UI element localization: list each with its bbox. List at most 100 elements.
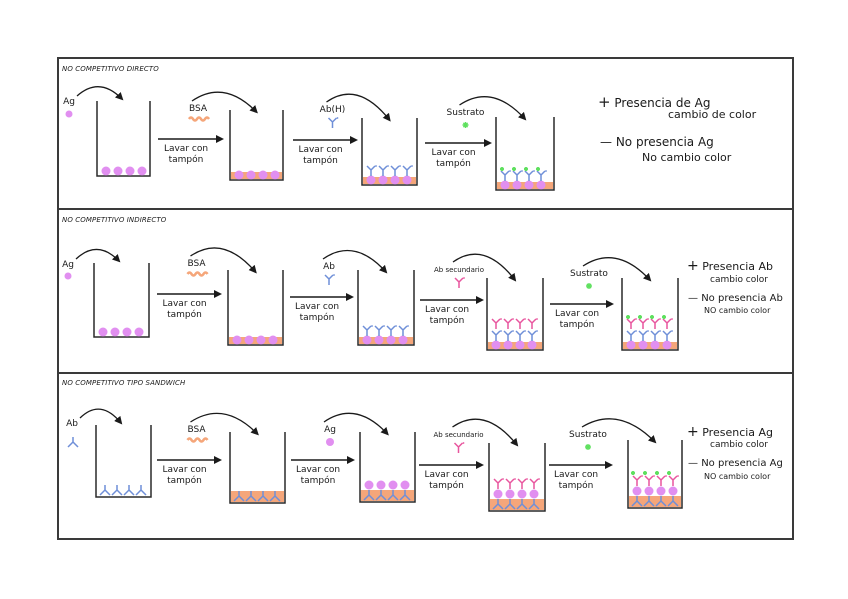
antibody-tip-icon [653,475,655,477]
antibody-icon [245,491,257,502]
wash-label: Lavar con [295,302,339,312]
antibody-icon [67,437,79,448]
antibody-tip-icon [512,330,514,332]
antibody-icon [453,442,464,453]
antibody-icon [516,499,528,510]
antibody-icon [111,485,123,496]
wash-label: Lavar con [554,470,598,480]
wash-label: tampón [169,154,204,165]
antibody-tip-icon [659,318,661,320]
substrate-icon [626,315,630,319]
antibody-tip-icon [635,318,637,320]
result-negative-indirect: — No presencia Ab [688,293,783,304]
antigen-icon [98,327,108,337]
result-negative-line2: NO cambio color [704,472,771,481]
well-icon [627,440,683,509]
wash-label: tampón [301,475,336,486]
well-icon [227,270,284,346]
antigen-icon [364,480,374,490]
antibody-icon [643,496,655,507]
well-icon [495,117,555,191]
well-icon [486,278,544,351]
antibody-icon [515,330,525,341]
antibody-icon [668,475,678,486]
step-reagent-label: Sustrato [569,430,607,440]
panel-title-direct: NO COMPETITIVO DIRECTO [62,65,159,73]
minus-sign: — [688,293,698,304]
plus-sign: + [687,424,699,440]
antigen-icon [402,175,412,185]
plus-sign: + [687,258,699,274]
panel-divider [57,208,792,210]
antigen-icon [527,340,537,350]
result-positive-line1: Presencia Ab [702,260,774,273]
step-reagent-label: BSA [189,104,208,114]
antibody-tip-icon [502,478,504,480]
antibody-icon [503,318,513,329]
substrate-icon [586,283,592,289]
antibody-icon [662,330,672,341]
antibody-tip-icon [411,165,413,167]
bsa-icon [187,116,211,122]
antigen-icon [134,327,144,337]
antigen-icon [125,166,135,176]
wash-label: Lavar con [162,465,206,475]
antibody-tip-icon [533,170,535,172]
result-positive-sandwich: + Presencia Ag [687,424,773,440]
result-negative-line2: No cambio color [642,151,732,164]
add-arrow-icon [75,248,121,263]
antibody-tip-icon [526,478,528,480]
substrate-icon [662,315,666,319]
antibody-icon [504,499,516,510]
wash-label: tampón [167,309,202,320]
result-negative-direct: — No presencia Ag [600,135,714,149]
antigen-icon [515,340,525,350]
antibody-tip-icon [500,330,502,332]
antibody-icon [528,499,540,510]
step-reagent-label: Ag [324,425,336,435]
antibody-icon [374,325,384,336]
antigen-icon [376,480,386,490]
antibody-icon [378,165,388,176]
antibody-tip-icon [521,170,523,172]
antibody-icon [656,475,666,486]
antibody-tip-icon [383,325,385,327]
antibody-tip-icon [647,330,649,332]
result-positive-line2: cambio color [710,275,768,285]
antigen-icon [232,335,242,345]
antigen-icon [517,489,527,499]
antibody-tip-icon [671,318,673,320]
antigen-icon [234,170,244,180]
step-reagent-label: BSA [187,259,206,269]
antibody-icon [503,330,513,341]
add-arrow-icon [76,86,124,101]
result-positive-line2: cambio de color [668,108,757,121]
antibody-tip-icon [509,170,511,172]
antibody-tip-icon [671,330,673,332]
antigen-icon [65,110,73,118]
antigen-icon [638,340,648,350]
wash-label: Lavar con [425,305,469,315]
antigen-icon [388,480,398,490]
antigen-icon [500,180,510,190]
well-icon [359,432,416,503]
antibody-icon [662,318,672,329]
antigen-icon [64,272,72,280]
wash-label: tampón [430,315,465,326]
antibody-icon [650,330,660,341]
antibody-icon [638,330,648,341]
result-positive-direct: + Presencia de Ag [598,94,710,111]
antibody-icon [632,475,642,486]
bsa-layer [629,496,681,507]
wash-label: tampón [559,480,594,491]
antibody-icon [655,496,667,507]
well-icon [488,443,546,512]
antibody-tip-icon [399,165,401,167]
panel-title-indirect: NO COMPETITIVO INDIRECTO [62,216,167,224]
antibody-icon [366,165,376,176]
antigen-icon [362,335,372,345]
bsa-icon [186,271,209,277]
step-reagent-label: Ab(H) [320,105,346,115]
